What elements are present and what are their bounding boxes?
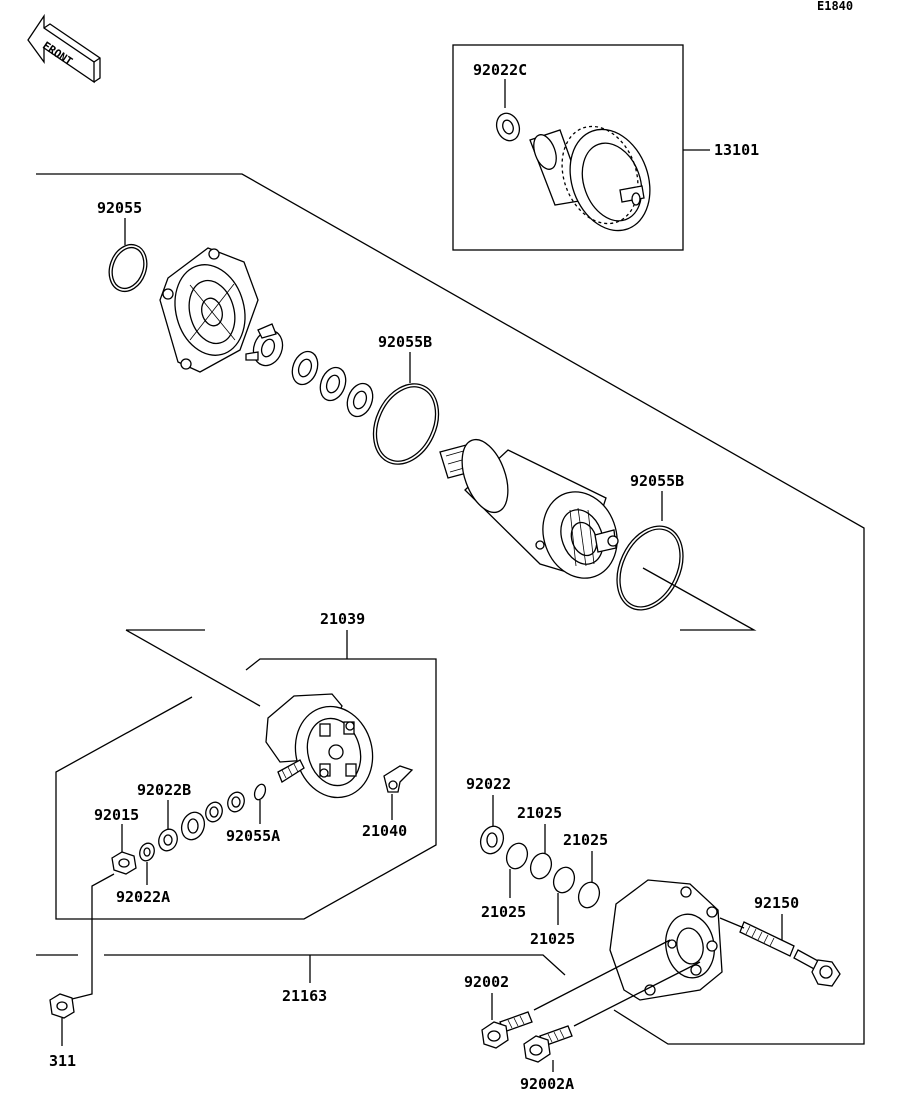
callout-21025-d: 21025 [530, 930, 575, 948]
callout-21040: 21040 [362, 822, 407, 840]
washer [227, 791, 245, 813]
bolt-92002A [523, 1025, 573, 1063]
callout-21025-a: 21025 [517, 804, 562, 822]
callout-21163: 21163 [282, 987, 327, 1005]
shim-21025 [552, 866, 576, 894]
callout-13101: 13101 [714, 141, 759, 159]
diagram-code: E1840 [817, 0, 853, 13]
callout-92055B-top: 92055B [378, 333, 432, 351]
shim-washer [319, 366, 347, 402]
shim-21025 [505, 842, 529, 870]
callout-92022A: 92022A [116, 888, 170, 906]
o-ring-92055B [372, 383, 440, 465]
shim-21025 [529, 852, 553, 880]
brush-holder [265, 693, 374, 799]
front-cover [159, 247, 259, 373]
shim-washer [346, 382, 374, 418]
kit-outline-21039 [55, 567, 757, 920]
callout-311: 311 [49, 1052, 76, 1070]
insulator-washer [180, 811, 206, 841]
washer-92022A [139, 842, 155, 862]
callout-21025-b: 21025 [563, 831, 608, 849]
bolt-92002 [481, 1011, 533, 1049]
washer-92022 [479, 825, 505, 855]
callout-92055A: 92055A [226, 827, 280, 845]
lock-washer [245, 323, 284, 367]
nut-92015 [111, 851, 137, 875]
callout-92015: 92015 [94, 806, 139, 824]
front-arrow-icon: FRONT [27, 13, 101, 84]
callout-92022C: 92022C [473, 61, 527, 79]
washer [205, 801, 223, 823]
stud-bolt-92150 [739, 921, 841, 987]
shim-21025 [577, 881, 601, 909]
rear-cover [609, 879, 723, 1001]
shim-washer [291, 350, 319, 386]
callout-92002: 92002 [464, 973, 509, 991]
o-ring-92055B [616, 525, 684, 611]
callout-92022: 92022 [466, 775, 511, 793]
nut-311 [49, 993, 75, 1019]
yoke-armature [439, 438, 619, 579]
callout-92150: 92150 [754, 894, 799, 912]
callout-92022B: 92022B [137, 781, 191, 799]
kit-outline-21163 [36, 173, 865, 1045]
callout-21025-c: 21025 [481, 903, 526, 921]
box-13101 [452, 44, 684, 251]
o-ring-92055A [253, 783, 267, 801]
terminal-21040 [383, 765, 414, 793]
callout-92002A: 92002A [520, 1075, 574, 1093]
o-ring-92055 [108, 243, 148, 293]
callout-92055: 92055 [97, 199, 142, 217]
washer-92022B [158, 828, 178, 852]
starter-clutch-13101 [495, 112, 651, 232]
callout-92055B-mid: 92055B [630, 472, 684, 490]
callout-21039: 21039 [320, 610, 365, 628]
